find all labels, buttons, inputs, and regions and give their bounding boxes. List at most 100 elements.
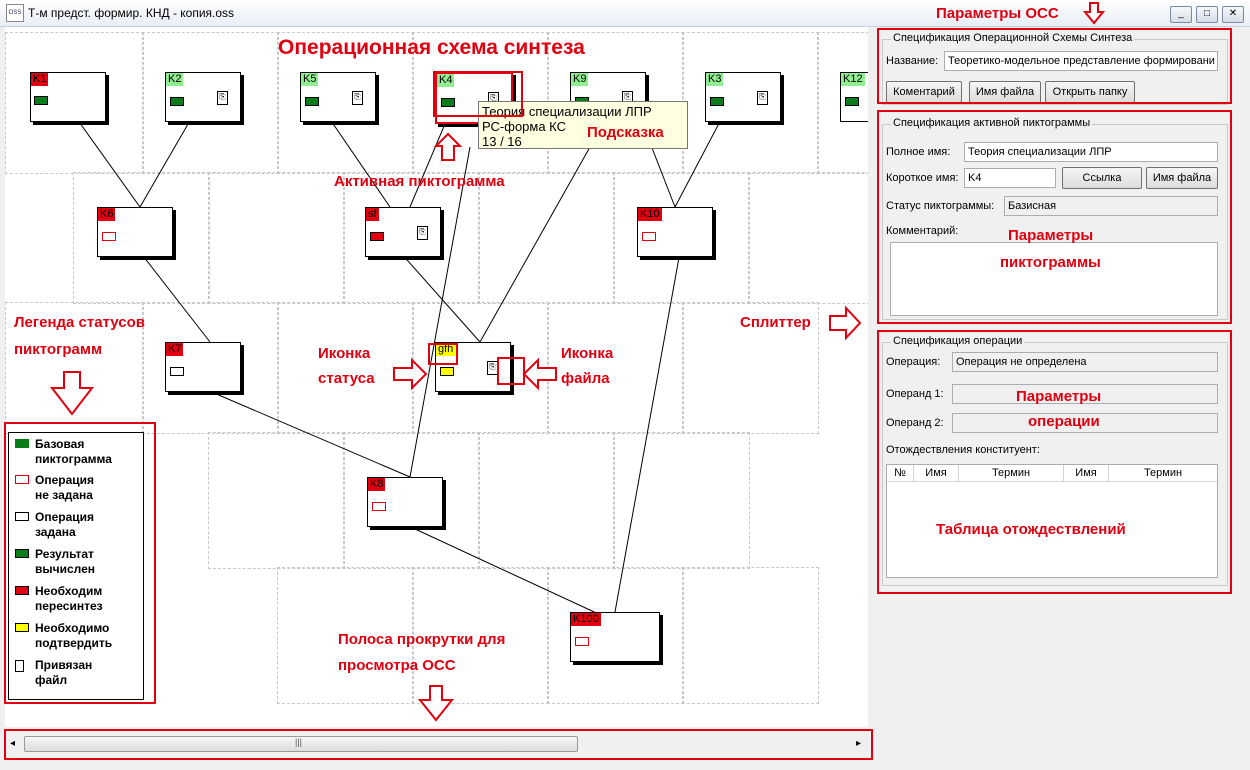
grid-cell: [748, 172, 868, 304]
status-icon: [170, 367, 184, 376]
node-k1[interactable]: K1: [30, 72, 106, 122]
legend-text: Базовая: [35, 437, 85, 451]
legend-swatch: [15, 512, 29, 521]
grid-cell: [5, 32, 144, 174]
legend-text: пиктограмма: [35, 452, 112, 466]
node-label: K5: [301, 73, 319, 86]
status-icon: [102, 232, 116, 241]
comment-button[interactable]: Коментарий: [886, 81, 962, 103]
arrow-right-icon: [829, 305, 862, 341]
identification-table[interactable]: № Имя Термин Имя Термин: [886, 464, 1218, 578]
status-field: Базисная: [1004, 196, 1218, 216]
legend-swatch: [15, 549, 29, 558]
icon-comment-textarea[interactable]: [890, 242, 1218, 316]
arrow-down-icon: [1082, 2, 1106, 25]
scroll-right-arrow[interactable]: ▸: [856, 738, 862, 749]
table-header: Термин: [959, 465, 1064, 481]
arrow-right-icon: [393, 357, 428, 391]
short-name-field[interactable]: K4: [964, 168, 1056, 188]
legend-text: Необходим: [35, 584, 103, 598]
scroll-left-arrow[interactable]: ◂: [10, 738, 16, 749]
legend-swatch: [15, 475, 29, 484]
node-label: K1: [31, 73, 49, 86]
annotation-box: [4, 729, 873, 760]
legend-text: задана: [35, 525, 76, 539]
status-icon: [845, 97, 859, 106]
legend-text: не задана: [35, 488, 93, 502]
grid-cell: [817, 32, 868, 174]
grid-cell: [613, 172, 750, 304]
node-label: sf: [366, 208, 379, 221]
file-icon: [15, 660, 24, 672]
operand1-field[interactable]: [952, 384, 1218, 404]
annotation-text: Легенда статусов: [14, 314, 145, 331]
annotation-box: [428, 343, 458, 365]
title-bar: [0, 0, 1250, 27]
maximize-button[interactable]: □: [1196, 6, 1218, 23]
node-k8[interactable]: K8: [367, 477, 443, 527]
node-k100[interactable]: K100: [570, 612, 660, 662]
operation-label: Операция:: [886, 356, 941, 368]
scroll-thumb[interactable]: |||: [24, 736, 578, 752]
oss-spec-panel: Спецификация Операционной Схемы Синтеза …: [876, 27, 1234, 105]
legend-text: пересинтез: [35, 599, 103, 613]
full-name-label: Полное имя:: [886, 146, 951, 158]
node-k3[interactable]: K3⎘: [705, 72, 781, 122]
full-name-field[interactable]: Теория специализации ЛПР: [964, 142, 1218, 162]
annotation-text: Сплиттер: [740, 314, 811, 331]
status-icon: [441, 98, 455, 107]
node-k7[interactable]: K7: [165, 342, 241, 392]
grid-cell: [682, 302, 819, 434]
node-k6[interactable]: K6: [97, 207, 173, 257]
status-icon: [34, 96, 48, 105]
legend-text: файл: [35, 673, 68, 687]
node-sf[interactable]: sf ⎘: [365, 207, 441, 257]
annotation-text: Параметры: [1008, 227, 1094, 244]
annotation-box: [497, 357, 525, 385]
legend-text: Операция: [35, 510, 95, 524]
node-k2[interactable]: K2⎘: [165, 72, 241, 122]
tooltip-line: Теория специализации ЛПР: [482, 104, 652, 119]
status-label: Статус пиктограммы:: [886, 200, 995, 212]
arrow-down-icon: [417, 685, 455, 722]
oss-name-field[interactable]: Теоретико-модельное представление формир…: [944, 51, 1218, 71]
window-title: Т-м предст. формир. КНД - копия.oss: [28, 6, 235, 20]
horizontal-scrollbar[interactable]: ◂ ||| ▸: [6, 728, 868, 758]
node-label: K9: [571, 73, 589, 86]
grid-cell: [343, 172, 480, 304]
icon-spec-group: Спецификация активной пиктограммы: [882, 117, 1228, 320]
annotation-text: статуса: [318, 370, 375, 387]
node-tooltip: Теория специализации ЛПР РС-форма КС 13 …: [478, 101, 688, 149]
annotation-text: операции: [1028, 413, 1100, 430]
oss-spec-group: Спецификация Операционной Схемы Синтеза: [882, 32, 1228, 105]
legend-swatch: [15, 623, 29, 632]
grid-cell: [73, 172, 210, 304]
icon-file-name-button[interactable]: Имя файла: [1146, 167, 1218, 189]
legend-text: Операция: [35, 473, 95, 487]
operand2-field[interactable]: [952, 413, 1218, 433]
node-label: K10: [638, 208, 662, 221]
node-k5[interactable]: K5⎘: [300, 72, 376, 122]
table-header: Имя: [1064, 465, 1109, 481]
annotation-text: Подсказка: [587, 124, 664, 141]
node-k10[interactable]: K10: [637, 207, 713, 257]
operation-field[interactable]: Операция не определена: [952, 352, 1218, 372]
status-icon: [642, 232, 656, 241]
node-label: gfh: [436, 343, 456, 356]
link-button[interactable]: Ссылка: [1062, 167, 1142, 189]
legend-text: вычислен: [35, 562, 96, 576]
legend-text: Необходимо: [35, 621, 110, 635]
icon-spec-panel: Спецификация активной пиктограммы Полное…: [876, 112, 1234, 322]
annotation-text: Активная пиктограмма: [334, 173, 505, 190]
oss-canvas[interactable]: K1 K2⎘ K5⎘ K4⎘ K9⎘ K3⎘ K12 K6 sf⎘ K10 K7…: [5, 27, 868, 727]
status-icon: [440, 367, 454, 376]
node-label: K12: [841, 73, 865, 86]
grid-cell: [343, 432, 480, 569]
close-button[interactable]: ✕: [1222, 6, 1244, 23]
file-icon: ⎘: [417, 226, 428, 240]
node-k12[interactable]: K12: [840, 72, 868, 122]
table-divider: [887, 481, 1217, 482]
tooltip-line: 13 / 16: [482, 134, 522, 149]
minimize-button[interactable]: _: [1170, 6, 1192, 23]
